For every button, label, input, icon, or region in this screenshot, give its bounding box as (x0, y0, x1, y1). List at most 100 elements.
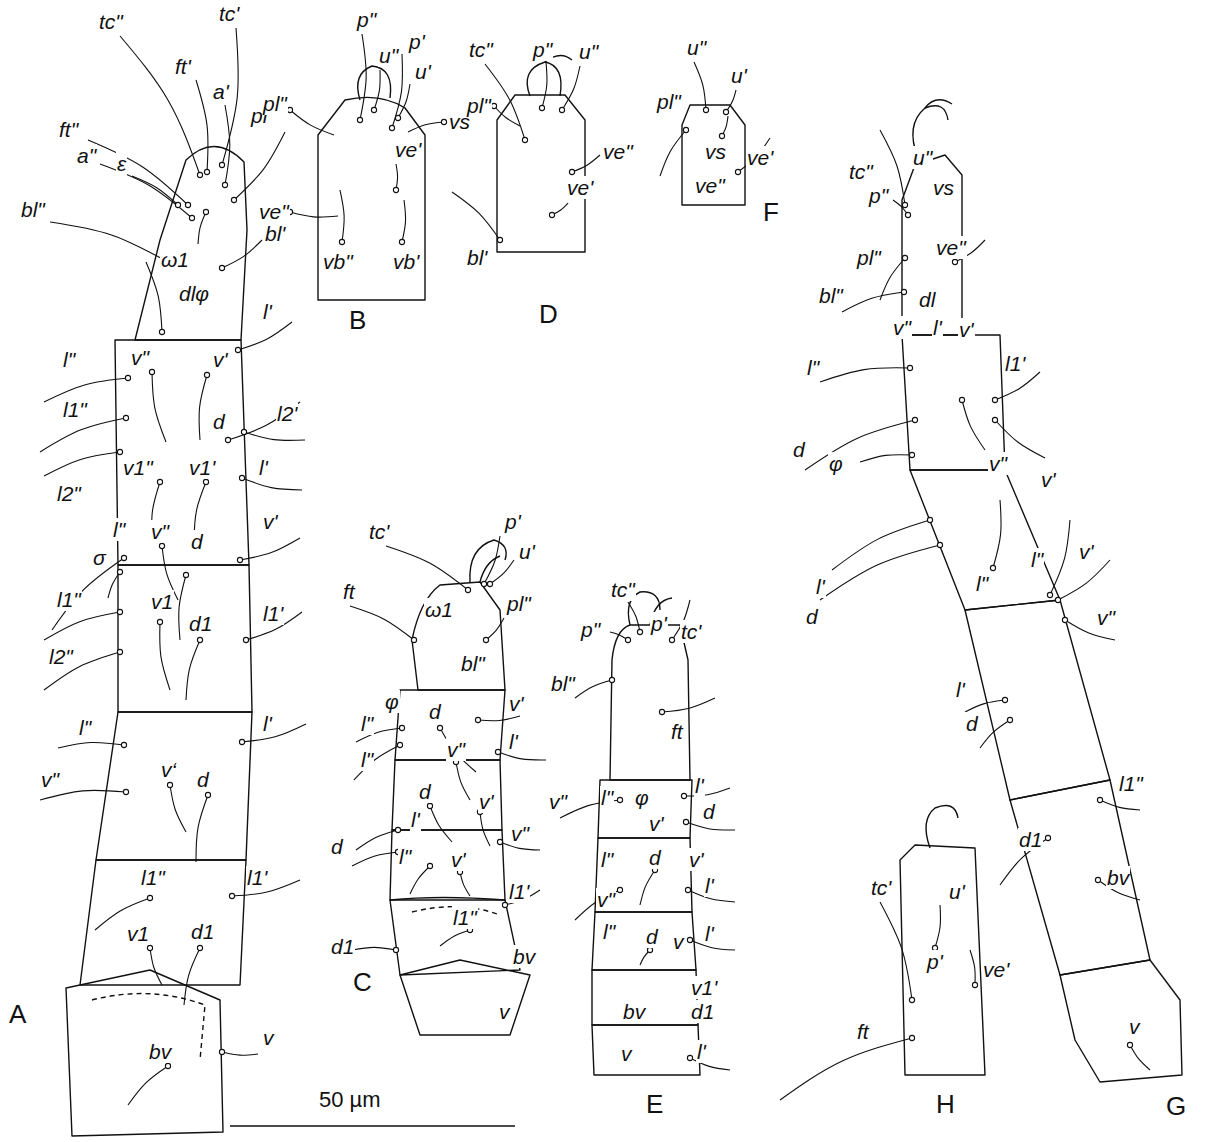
seta-socket (225, 437, 230, 442)
seta-socket (901, 289, 906, 294)
seta-label: d (428, 700, 442, 723)
seta-label: pl" (506, 592, 532, 615)
seta-hair (402, 200, 406, 242)
seta-label: v' (958, 318, 975, 341)
seta-socket (912, 417, 917, 422)
claw (926, 806, 958, 848)
leg-outline (1060, 960, 1182, 1082)
seta-hair (684, 788, 730, 796)
seta-hair (628, 602, 640, 632)
seta-label: v" (988, 452, 1008, 475)
seta-label: ve" (694, 174, 726, 197)
seta-label: bl" (550, 672, 576, 695)
leg-outline (1010, 780, 1150, 975)
seta-label: l" (600, 786, 614, 809)
seta-label: tc" (98, 10, 124, 33)
seta-label: vs (932, 176, 955, 199)
leg-outline (118, 565, 252, 712)
seta-hair (935, 905, 941, 948)
seta-socket (905, 212, 910, 217)
seta-socket (237, 557, 242, 562)
seta-socket (637, 629, 642, 634)
seta-socket (395, 115, 400, 120)
seta-label: d (648, 846, 662, 869)
seta-label: bl" (20, 198, 46, 221)
seta-hair (352, 947, 396, 950)
seta-hair (356, 830, 398, 850)
seta-label: u" (578, 40, 599, 63)
seta-label: v' (688, 848, 705, 871)
seta-label: bl' (466, 246, 488, 269)
seta-label: l" (1030, 548, 1044, 571)
seta-label: p' (650, 612, 668, 635)
seta-hair (290, 212, 338, 217)
seta-hair (410, 866, 430, 894)
seta-label: l' (704, 874, 715, 897)
leg-outline (965, 600, 1110, 800)
seta-label: ft (856, 1020, 870, 1043)
seta-socket (1045, 835, 1050, 840)
seta-hair (408, 122, 444, 132)
seta-hair (340, 190, 344, 242)
seta-label: ft (670, 720, 684, 743)
seta-label: d (190, 530, 204, 553)
panel-letter: E (645, 1090, 664, 1119)
seta-label: φ (828, 452, 844, 475)
seta-label: φ (634, 786, 650, 809)
seta-label: ve' (566, 176, 594, 199)
leg-outline (497, 95, 585, 252)
seta-socket (475, 717, 480, 722)
seta-hair (1100, 800, 1140, 810)
seta-label: v1" (122, 456, 154, 479)
seta-label: pl" (656, 90, 682, 113)
seta-hair (199, 375, 207, 440)
leg-outline (392, 760, 502, 830)
claw (358, 66, 391, 100)
seta-label: v" (596, 888, 616, 911)
seta-label: v1 (126, 922, 150, 945)
seta-hair (456, 762, 470, 800)
seta-label: tc" (610, 578, 636, 601)
seta-label: l" (112, 518, 126, 541)
seta-socket (241, 429, 246, 434)
seta-label: d1 (1018, 828, 1043, 851)
seta-socket (185, 202, 190, 207)
seta-label: u' (730, 64, 748, 87)
panel-letter: G (1165, 1092, 1187, 1121)
seta-label: p' (926, 950, 944, 973)
seta-hair (572, 155, 600, 172)
seta-socket (397, 742, 402, 747)
seta-socket (204, 372, 209, 377)
seta-label: v (262, 1026, 275, 1049)
seta-label: tc" (848, 160, 874, 183)
seta-socket (609, 677, 614, 682)
seta-socket (683, 819, 688, 824)
seta-hair (196, 80, 208, 172)
seta-hair (179, 575, 186, 640)
seta-label: d (212, 410, 226, 433)
seta-label: l1" (140, 866, 166, 889)
seta-socket (569, 169, 574, 174)
panel-letter: B (348, 306, 367, 335)
seta-socket (909, 452, 914, 457)
seta-label: u" (378, 44, 399, 67)
seta-label: l1" (56, 588, 82, 611)
seta-hair (354, 745, 400, 780)
seta-socket (427, 803, 432, 808)
seta-hair (108, 572, 120, 598)
seta-socket (175, 202, 180, 207)
seta-socket (395, 827, 400, 832)
seta-label: v1' (188, 456, 216, 479)
leg-outline (318, 97, 425, 300)
panel-letter: A (8, 1000, 27, 1029)
seta-label: d (702, 800, 716, 823)
seta-socket (125, 375, 130, 380)
leg-outline (412, 582, 505, 690)
seta-hair (222, 240, 262, 268)
seta-socket (1055, 597, 1060, 602)
seta-socket (357, 117, 362, 122)
seta-hair (490, 560, 514, 584)
seta-socket (167, 782, 172, 787)
seta-hair (965, 700, 1005, 712)
